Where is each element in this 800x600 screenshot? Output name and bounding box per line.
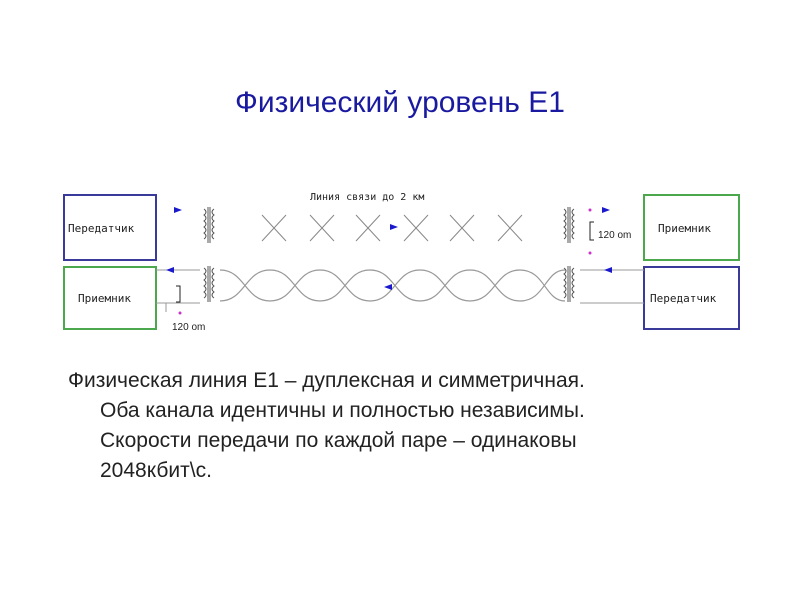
left-resistor-icon (176, 285, 181, 303)
bottom-left-receiver-label: Приемник (78, 292, 131, 305)
top-right-receiver-label: Приемник (658, 222, 711, 235)
bottom-right-transmitter-label: Передатчик (650, 292, 717, 305)
direction-arrows (166, 207, 612, 290)
slide-title: Физический уровень Е1 (235, 86, 565, 119)
arrow-left-icon (166, 267, 174, 273)
bottom-left-transformer-icon (203, 266, 215, 302)
arrow-right-icon (390, 224, 398, 230)
right-resistor-label: 120 om (598, 230, 631, 241)
description-text: Физическая линия Е1 – дуплексная и симме… (68, 366, 768, 486)
top-left-transmitter-label: Передатчик (68, 222, 135, 235)
top-pair-crossings (261, 214, 523, 242)
bottom-right-transformer-icon (563, 266, 575, 302)
arrow-left-icon (384, 284, 392, 290)
bottom-right-transmitter-box (643, 266, 740, 330)
left-resistor-label: 120 om (172, 322, 205, 333)
bottom-left-receiver-box (63, 266, 157, 330)
bottom-pair-twisted-wire (219, 269, 566, 302)
arrow-right-icon (174, 207, 182, 213)
arrow-right-icon (602, 207, 610, 213)
connection-dots (178, 208, 592, 315)
line-caption: Линия связи до 2 км (310, 192, 424, 203)
description-line-2: Оба канала идентичны и полностью независ… (100, 399, 585, 422)
description-line-3: Скорости передачи по каждой паре – одина… (100, 429, 577, 452)
description-line-1: Физическая линия Е1 – дуплексная и симме… (68, 369, 585, 392)
top-right-transformer-icon (563, 207, 575, 243)
top-left-transformer-icon (203, 207, 215, 243)
top-right-receiver-box (643, 194, 740, 261)
arrow-left-icon (604, 267, 612, 273)
top-left-transmitter-box (63, 194, 157, 261)
right-resistor-icon (589, 221, 594, 241)
description-line-4: 2048кбит\с. (100, 459, 212, 482)
